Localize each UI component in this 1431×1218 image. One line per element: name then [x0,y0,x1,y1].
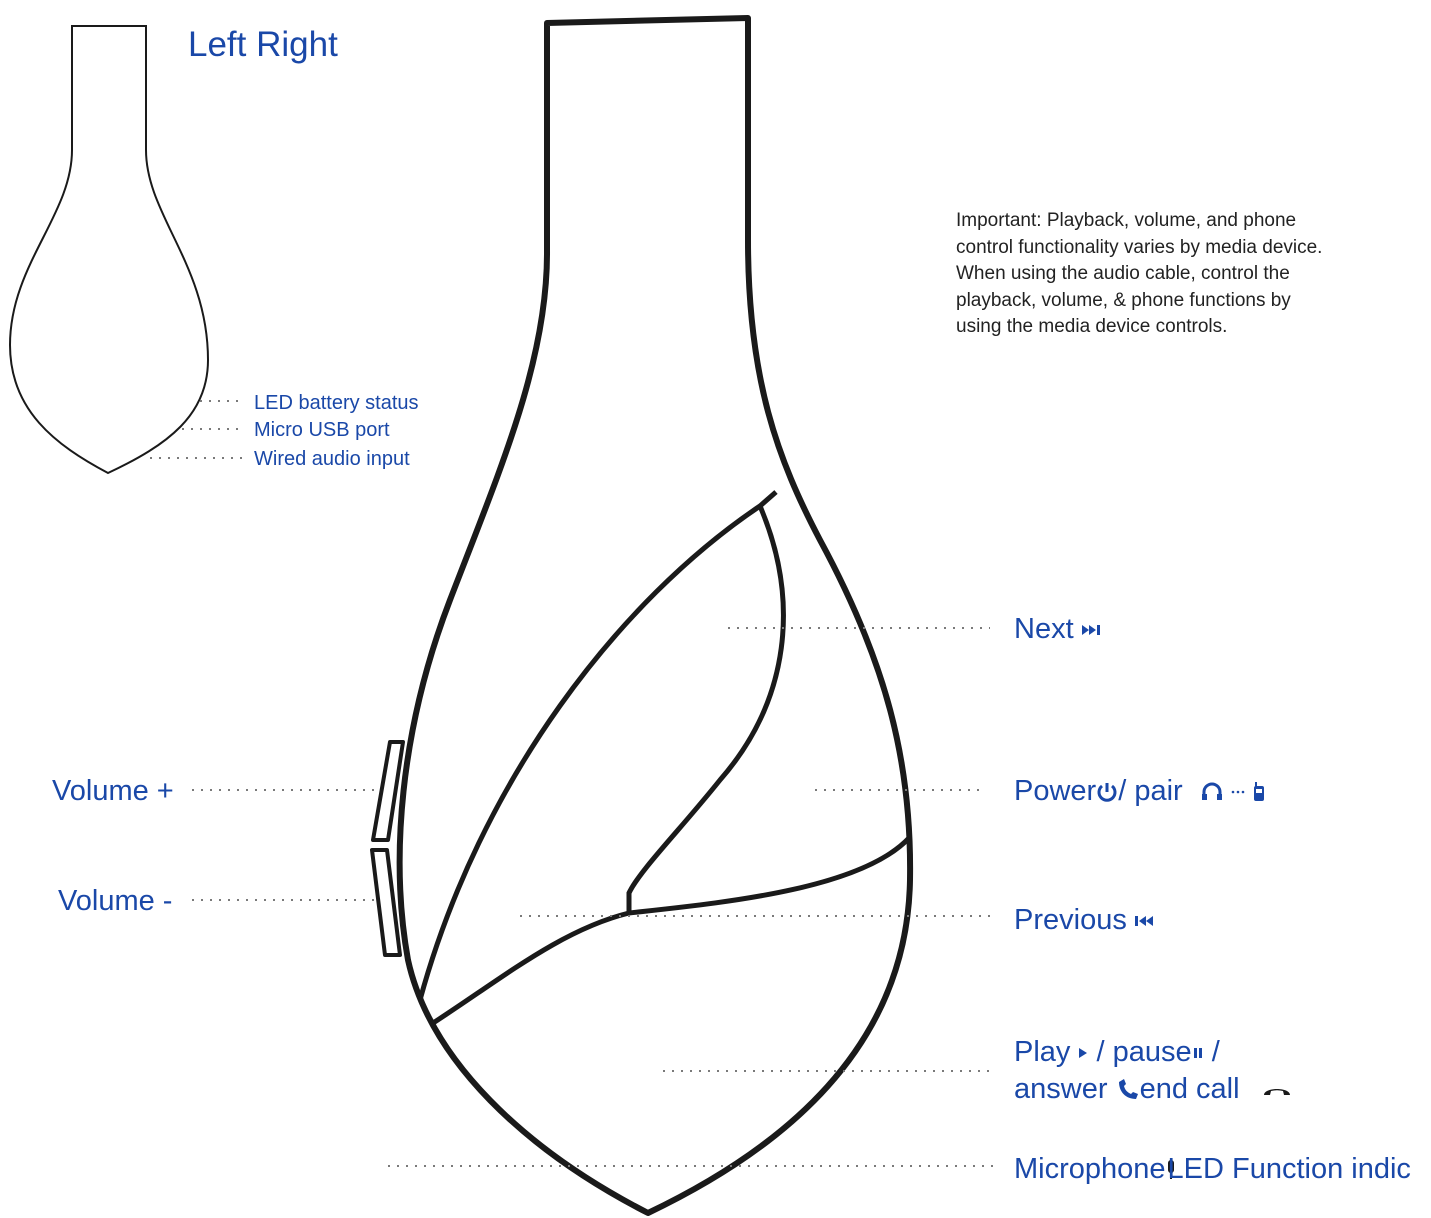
phone-icon [1253,782,1264,802]
label-led-battery-status: LED battery status [254,392,419,414]
previous-label-text: Previous [1014,904,1127,936]
label-previous: Previous [1014,906,1157,935]
label-volume-up: Volume + [52,775,174,807]
panel-line-bottom [428,910,630,1028]
label-wired-audio-input: Wired audio input [254,448,410,470]
panel-line-lower [628,836,911,916]
next-label-text: Next [1014,613,1074,645]
right-earcup-outline [396,15,914,1216]
panel-line-outer [417,490,778,1001]
next-icon [1081,625,1100,636]
pair-label-text: / pair [1118,775,1183,807]
diagram-title: Left Right [188,25,338,64]
answer-label-text: answer [1014,1073,1108,1105]
answer-call-icon [1118,1079,1138,1100]
play-label-text: Play [1014,1036,1071,1068]
panel-line-inner [626,505,786,913]
volume-down-button-outline [370,848,402,957]
pairing-dots-icon [1231,791,1245,794]
label-next: Next [1014,615,1104,644]
label-microphone-led: Microphone LED Function indic [1014,1155,1419,1184]
microphone-label-text: Microphone [1014,1155,1166,1184]
previous-icon [1134,916,1153,927]
end-call-icon [1263,1089,1290,1096]
slash-text: / [1211,1036,1220,1068]
label-power-pair: Power / pair [1014,777,1265,806]
led-function-label-text: LED Function indic [1167,1155,1411,1184]
play-icon [1079,1048,1088,1059]
headphones-icon [1201,782,1222,801]
volume-up-button-outline [371,740,405,842]
pause-label-text: / pause [1096,1036,1192,1068]
microphone-icon [1167,1160,1174,1180]
end-call-label-text: end call [1139,1073,1240,1105]
pause-icon [1193,1048,1202,1059]
label-micro-usb-port: Micro USB port [254,419,390,441]
label-play-pause: Play / pause / [1014,1038,1220,1067]
power-label-text: Power [1014,775,1097,807]
power-icon [1097,783,1117,803]
label-answer-end-call: answer end call [1014,1075,1292,1104]
left-earcup-outline [8,25,210,475]
important-note: Important: Playback, volume, and phone c… [956,210,1323,337]
label-volume-down: Volume - [58,885,173,917]
